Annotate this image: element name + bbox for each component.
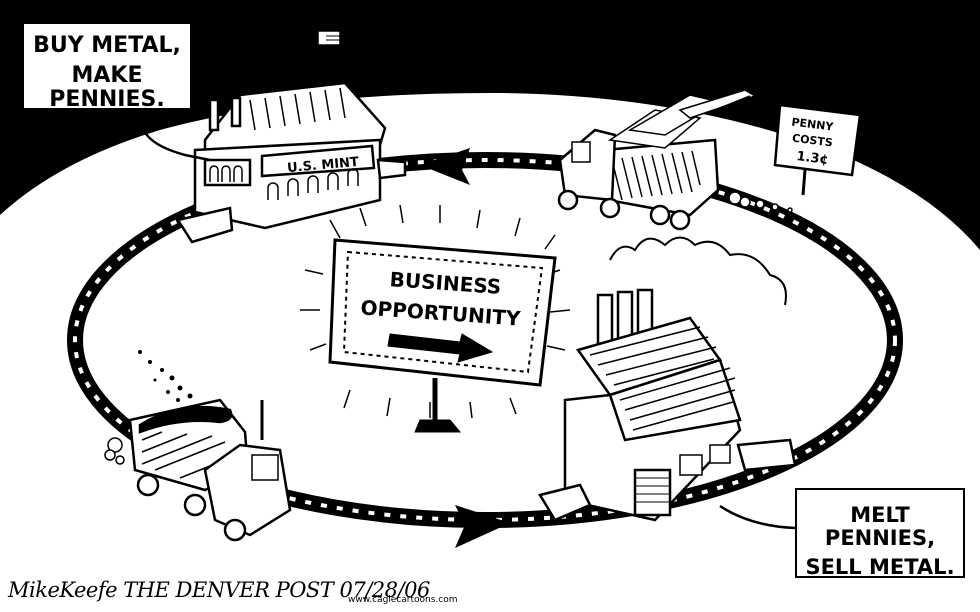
penny-sign: PENNY COSTS 1.3¢ bbox=[773, 103, 862, 196]
truck-exhaust bbox=[104, 437, 125, 465]
billboard-arrow bbox=[387, 333, 494, 363]
metal-truck bbox=[557, 89, 757, 231]
billboard: BUSINESS OPPORTUNITY bbox=[300, 204, 571, 433]
penny-sign-line-1: PENNY bbox=[791, 116, 835, 134]
track-arrow-bottom bbox=[455, 505, 510, 548]
penny-sign-line-3: 1.3¢ bbox=[796, 149, 830, 168]
website-url: www.caglecartoons.com bbox=[348, 595, 458, 605]
penny-sign-line-2: COSTS bbox=[791, 132, 833, 150]
penny-truck bbox=[128, 350, 292, 542]
track-arrow-top bbox=[420, 148, 470, 185]
caption-melt-pennies-pointer bbox=[719, 504, 796, 530]
caption-buy-metal: BUY METAL, MAKE PENNIES. bbox=[22, 22, 192, 113]
caption-buy-metal-line-1: BUY METAL, bbox=[33, 33, 181, 58]
caption-melt-pennies-line-2: SELL METAL. bbox=[805, 555, 955, 580]
caption-buy-metal-pointer bbox=[140, 107, 211, 162]
flag bbox=[317, 30, 341, 88]
caption-melt-pennies-line-1: MELT PENNIES, bbox=[824, 503, 936, 551]
night-sky bbox=[0, 0, 980, 250]
signature: MikeKeefe THE DENVER POST 07/28/06 bbox=[8, 578, 430, 602]
caption-melt-pennies: MELT PENNIES, SELL METAL. bbox=[795, 488, 965, 580]
exhaust-puffs bbox=[728, 191, 793, 213]
factory bbox=[538, 236, 797, 522]
caption-buy-metal-line-2: MAKE PENNIES. bbox=[49, 63, 165, 113]
